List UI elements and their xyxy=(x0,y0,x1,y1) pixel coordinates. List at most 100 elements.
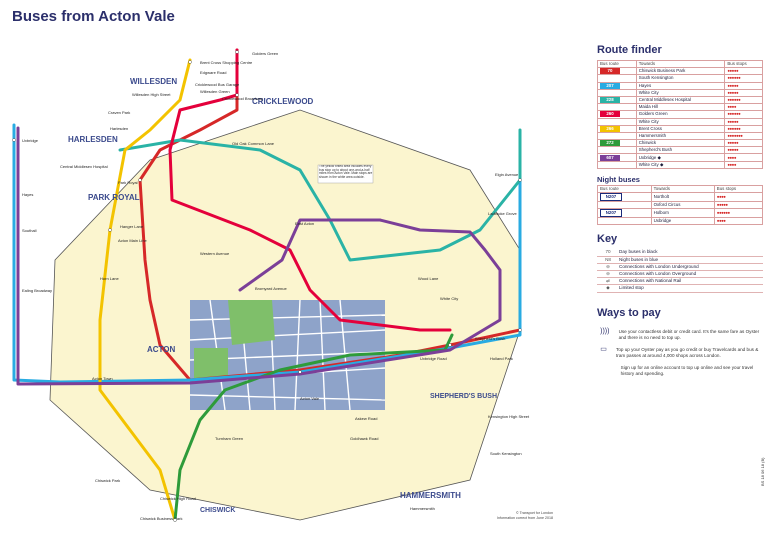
route-badge: 260 xyxy=(600,111,620,118)
route-70-line xyxy=(138,48,522,382)
area-chiswick: CHISWICK xyxy=(200,507,235,514)
stop-western-ave: Western Avenue xyxy=(200,251,230,256)
stop-cricklewood-garage: Cricklewood Bus Garage xyxy=(195,82,240,87)
key-item: ⇌Connections with National Rail xyxy=(597,278,763,286)
route-stops: ●●●●●● xyxy=(724,124,763,133)
key-text: Day buses in black xyxy=(619,249,658,255)
key-item: ⊖Connections with London Underground xyxy=(597,264,763,271)
route-towards: Central Middlesex Hospital xyxy=(635,95,726,105)
stop-brent-cross: Brent Cross Shopping Centre xyxy=(200,60,253,65)
route-towards: Brent Cross xyxy=(635,124,726,133)
stop-hanger-lane: Hanger Lane xyxy=(120,224,144,229)
night-stops: ●●●● xyxy=(713,217,764,226)
stop-southall: Southall xyxy=(22,228,37,233)
stop-goldhawk-road: Goldhawk Road xyxy=(350,436,378,441)
route-badge-cell xyxy=(597,88,637,97)
route-towards: South Kensington xyxy=(635,74,726,83)
stop-elgin-ave: Elgin Avenue xyxy=(495,172,519,177)
night-stops: ●●●●●● xyxy=(713,208,764,219)
col-towards: Towards xyxy=(635,59,726,69)
night-badge-cell xyxy=(597,200,652,210)
route-272-line xyxy=(173,333,454,522)
ways-to-pay-list: ))))Use your contactless debit or credit… xyxy=(597,327,763,377)
route-badge: 607 xyxy=(600,154,620,161)
park-green xyxy=(228,300,275,345)
zone-note: The yellow tinted area includes every bu… xyxy=(317,164,374,184)
key-symbol: 70 xyxy=(605,249,611,255)
pay-text: Top up your Oyster pay as you go credit … xyxy=(616,346,759,358)
contactless-icon: )))) xyxy=(600,327,610,335)
key-item: ◆Limited stop xyxy=(597,285,763,293)
night-route-badge: N207 xyxy=(600,209,622,218)
stop-chiswick-high-rd: Chiswick High Road xyxy=(160,496,196,501)
stop-wood-lane: Wood Lane xyxy=(418,276,439,281)
night-towards: Oxford Circus xyxy=(650,200,715,210)
area-shepherds-bush: SHEPHERD'S BUSH xyxy=(430,393,497,400)
stop-askew-road: Askew Road xyxy=(355,416,377,421)
stop-bromyard: Bromyard Avenue xyxy=(255,286,287,291)
route-stops: ●●●● xyxy=(724,153,763,162)
stop-hayes: Hayes xyxy=(22,192,33,197)
area-cricklewood: CRICKLEWOOD xyxy=(252,97,314,106)
night-col-towards: Towards xyxy=(650,184,715,194)
route-badge-cell xyxy=(597,131,637,141)
route-badge-cell: 228 xyxy=(597,95,637,105)
night-badge-cell xyxy=(597,217,652,226)
blank-icon xyxy=(597,365,615,375)
stop-central-middlesex: Central Middlesex Hospital xyxy=(60,164,108,169)
area-acton: ACTON xyxy=(147,345,176,354)
col-bus-route: Bus route xyxy=(597,59,637,69)
pay-item: ▭Top up your Oyster pay as you go credit… xyxy=(597,346,763,359)
route-badge-cell: 607 xyxy=(597,153,637,162)
route-towards: Uxbridge ◆ xyxy=(635,153,726,162)
route-stops: ●●●●●●● xyxy=(724,131,763,141)
night-buses-heading: Night buses xyxy=(597,174,640,184)
footer: © Transport for London Information corre… xyxy=(468,511,553,520)
route-row: Maida Hill●●●● xyxy=(597,103,763,112)
route-stops: ●●●●●● xyxy=(724,95,763,105)
key-symbol: ⇌ xyxy=(606,278,610,284)
stop-east-acton: East Acton xyxy=(295,221,314,226)
night-badge-cell: N207 xyxy=(597,192,652,202)
stop-chiswick: Chiswick Park xyxy=(95,478,120,483)
route-badge-cell: 207 xyxy=(597,81,637,90)
route-stops: ●●●●● xyxy=(724,67,763,76)
route-stops: ●●●● xyxy=(724,160,763,169)
key-item: 70 Day buses in black xyxy=(597,249,763,257)
route-finder-header-row: Bus route Towards Bus stops xyxy=(597,59,763,69)
stop-ladbroke-grove: Ladbroke Grove xyxy=(488,211,517,216)
col-bus-stops: Bus stops xyxy=(724,59,763,69)
route-stops: ●●●●● xyxy=(724,146,763,155)
route-badge-cell xyxy=(597,146,637,155)
route-stops: ●●●●●● xyxy=(724,74,763,83)
stop-turnham-green: Turnham Green xyxy=(215,436,243,441)
area-hammersmith: HAMMERSMITH xyxy=(400,491,461,500)
route-badge-cell: 260 xyxy=(597,110,637,119)
route-badge-cell xyxy=(597,103,637,112)
route-row: White City●●●●● xyxy=(597,88,763,97)
stop-uxbridge-road: Uxbridge Road xyxy=(420,356,447,361)
stop-holland-park: Holland Park xyxy=(490,356,513,361)
park-green-acton xyxy=(194,348,228,378)
night-header-row: Bus route Towards Bus stops xyxy=(597,184,764,194)
route-stops: ●●●●●● xyxy=(724,110,763,119)
area-harlesden: HARLESDEN xyxy=(68,135,118,144)
route-badge-cell: 70 xyxy=(597,67,637,76)
night-towards: Holborn xyxy=(650,208,715,219)
stop-south-ken: South Kensington xyxy=(490,451,522,456)
stop-shepherds-bush: Shepherd's Bush xyxy=(475,336,505,341)
route-badge-cell xyxy=(597,160,637,169)
footer-info: Information correct from June 2018 xyxy=(497,515,553,520)
night-towards: Northolt xyxy=(650,192,715,202)
stop-old-oak-common: Old Oak Common Lane xyxy=(232,141,275,146)
stop-kensington-high-st: Kensington High Street xyxy=(488,414,530,419)
key-text: Connections with London Underground xyxy=(619,263,699,269)
route-stops: ●●●●● xyxy=(724,117,763,126)
